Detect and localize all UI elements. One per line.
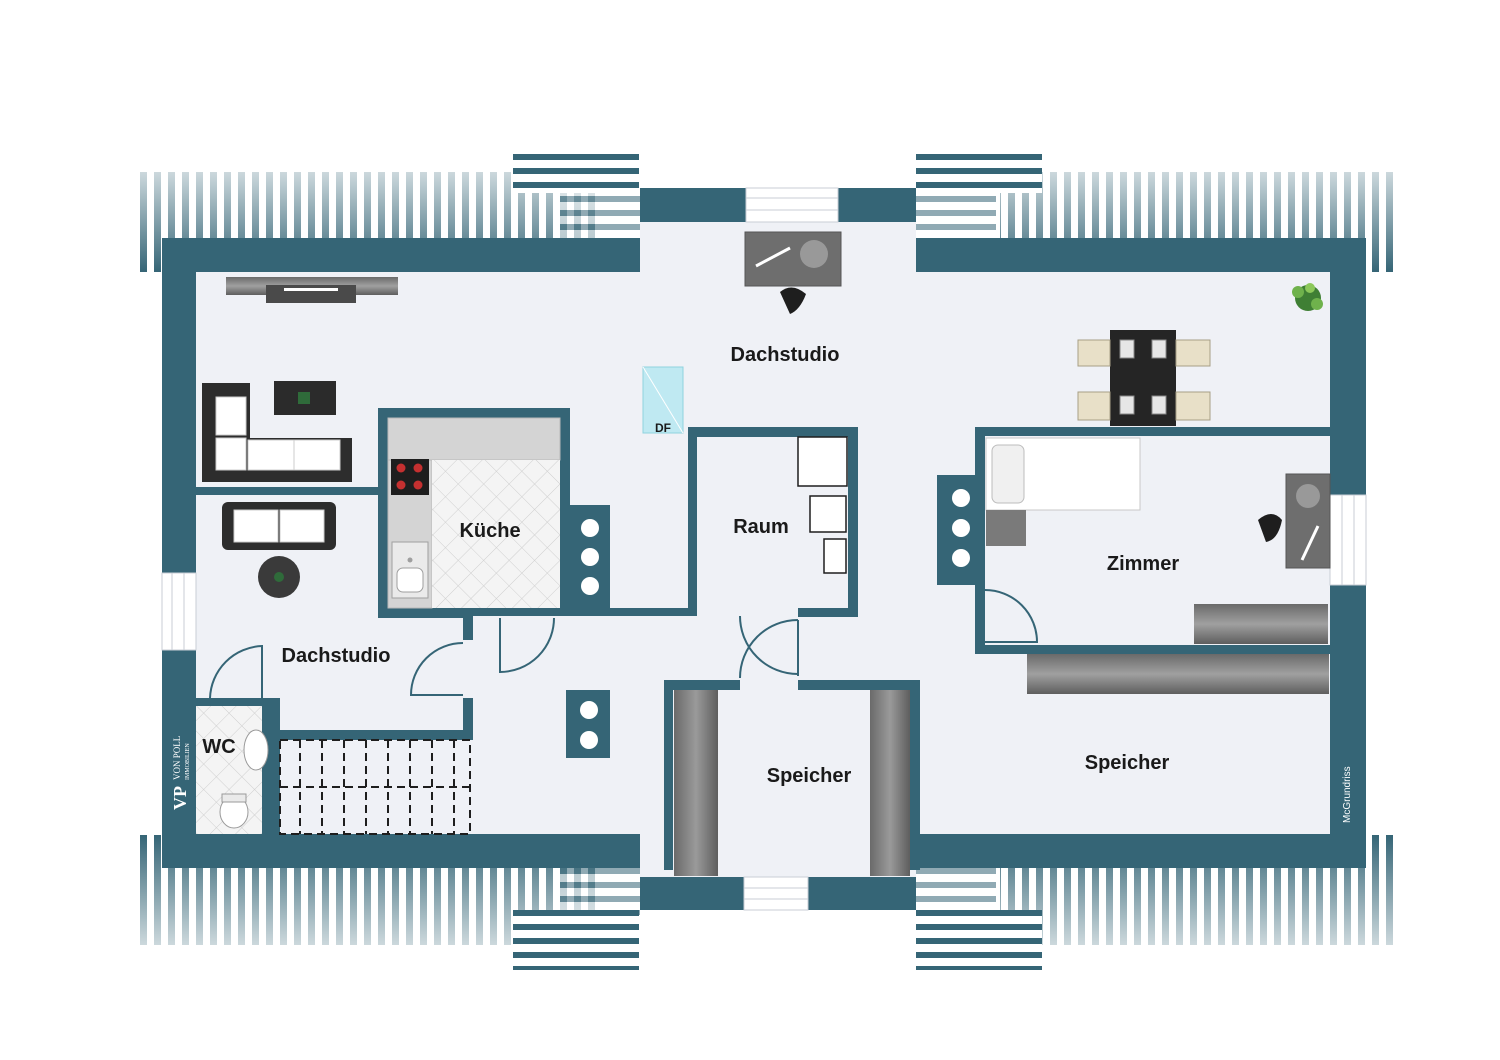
doors (209, 589, 1039, 699)
label-dachstudio-left: Dachstudio (282, 645, 391, 667)
logo-monogram: VP (170, 786, 190, 810)
brand-logo: VP VON POLL IMMOBILIEN (170, 736, 191, 810)
boxes (797, 436, 848, 574)
round-table (258, 556, 300, 598)
label-speicher-center: Speicher (767, 765, 852, 787)
sofa-two-seat (222, 502, 336, 550)
label-kueche: Küche (459, 520, 520, 542)
roof-overhang (140, 148, 1393, 970)
toilet-icon (219, 729, 269, 829)
plant-icon (1292, 283, 1323, 311)
credit: McGrundriss (1342, 766, 1353, 823)
label-speicher-right: Speicher (1085, 752, 1170, 774)
staircase (279, 739, 471, 835)
desk-zimmer (1258, 473, 1331, 569)
wardrobe (1194, 604, 1328, 644)
desk (744, 231, 842, 314)
label-dachstudio-top: Dachstudio (731, 344, 840, 366)
dining-table (1077, 330, 1211, 426)
label-zimmer: Zimmer (1107, 553, 1179, 575)
windows (161, 187, 1367, 911)
label-raum: Raum (733, 516, 789, 538)
label-wc: WC (202, 736, 235, 758)
tv-sideboard (226, 277, 398, 303)
sofa-corner (202, 383, 352, 482)
logo-line2: IMMOBILIEN (185, 743, 191, 780)
coffee-table (274, 381, 336, 415)
logo-line1: VON POLL (172, 736, 182, 780)
chimney-icon (566, 475, 977, 758)
bed (985, 437, 1141, 546)
skylight: DF (642, 366, 684, 435)
room-labels: Dachstudio Küche Raum Zimmer Dachstudio … (202, 344, 1179, 787)
credit-text: McGrundriss (1342, 766, 1353, 823)
sink-icon (391, 541, 429, 599)
skylight-label: DF (655, 421, 671, 435)
stove-icon (391, 459, 429, 495)
shelves (674, 654, 1329, 876)
